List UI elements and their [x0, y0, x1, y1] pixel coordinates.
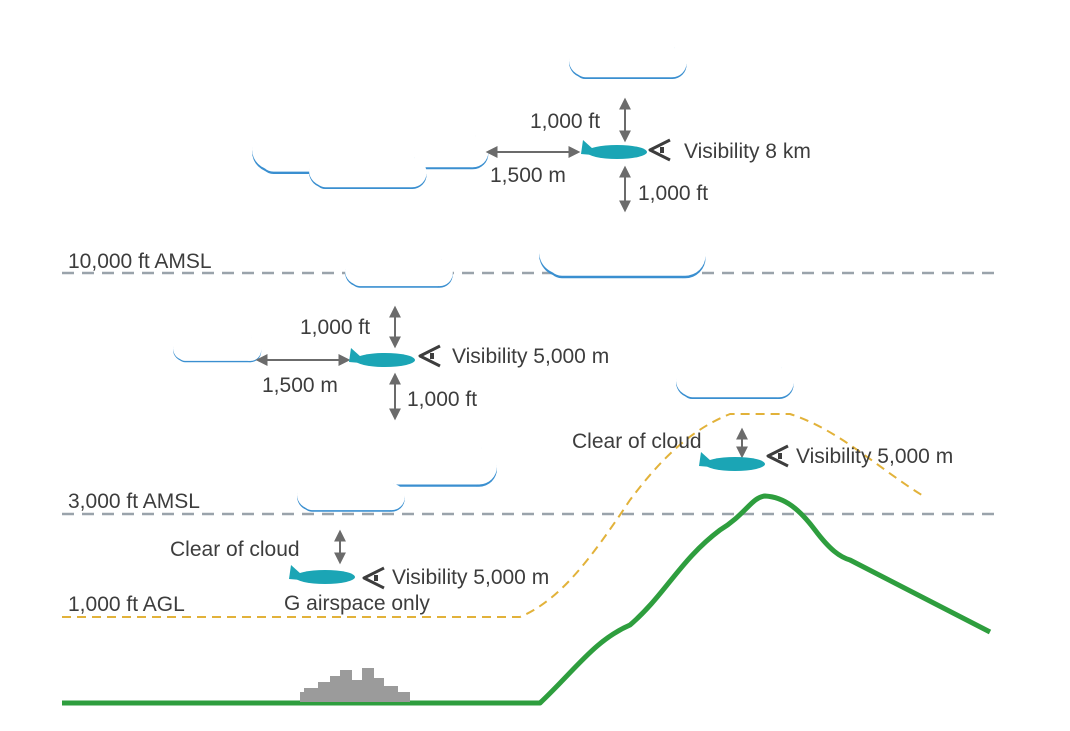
- level-label-10000: 10,000 ft AMSL: [68, 250, 212, 273]
- aircraft-terrain: [699, 452, 765, 471]
- eye-icon: [418, 344, 441, 368]
- eye-icon: [766, 444, 789, 468]
- mid-vertical-below-label: 1,000 ft: [407, 388, 477, 411]
- eye-icon: [648, 138, 671, 162]
- mid-vertical-above-label: 1,000 ft: [300, 316, 370, 339]
- level-label-3000: 3,000 ft AMSL: [68, 490, 200, 513]
- terrain-visibility-label: Visibility 5,000 m: [796, 445, 953, 468]
- top-horizontal-label: 1,500 m: [490, 164, 566, 187]
- top-vertical-below-label: 1,000 ft: [638, 182, 708, 205]
- aircraft-low: [289, 565, 355, 584]
- top-zone-arrows: [485, 97, 631, 213]
- low-visibility-label: Visibility 5,000 m: [392, 566, 549, 589]
- cloud-top-center: [569, 17, 687, 79]
- mid-horizontal-label: 1,500 m: [262, 374, 338, 397]
- low-clearance-label: Clear of cloud: [170, 538, 300, 561]
- cloud-over-peak: [676, 337, 794, 399]
- terrain-profile: [62, 493, 992, 706]
- low-airspace-note: G airspace only: [284, 592, 430, 615]
- agl-line-1000: [62, 413, 926, 618]
- mid-visibility-label: Visibility 5,000 m: [452, 345, 609, 368]
- level-label-1000-agl: 1,000 ft AGL: [68, 593, 185, 616]
- cloud-above-mid-aircraft: [345, 231, 453, 288]
- mid-zone-arrows: [255, 305, 401, 421]
- top-vertical-above-label: 1,000 ft: [530, 110, 600, 133]
- aircraft-top: [581, 140, 647, 159]
- cloud-mid-left: [173, 315, 262, 363]
- city-buildings: [300, 668, 410, 702]
- terrain-clearance-label: Clear of cloud: [572, 430, 702, 453]
- eye-icon: [362, 566, 385, 590]
- top-visibility-label: Visibility 8 km: [684, 140, 811, 163]
- aircraft-mid: [349, 348, 415, 367]
